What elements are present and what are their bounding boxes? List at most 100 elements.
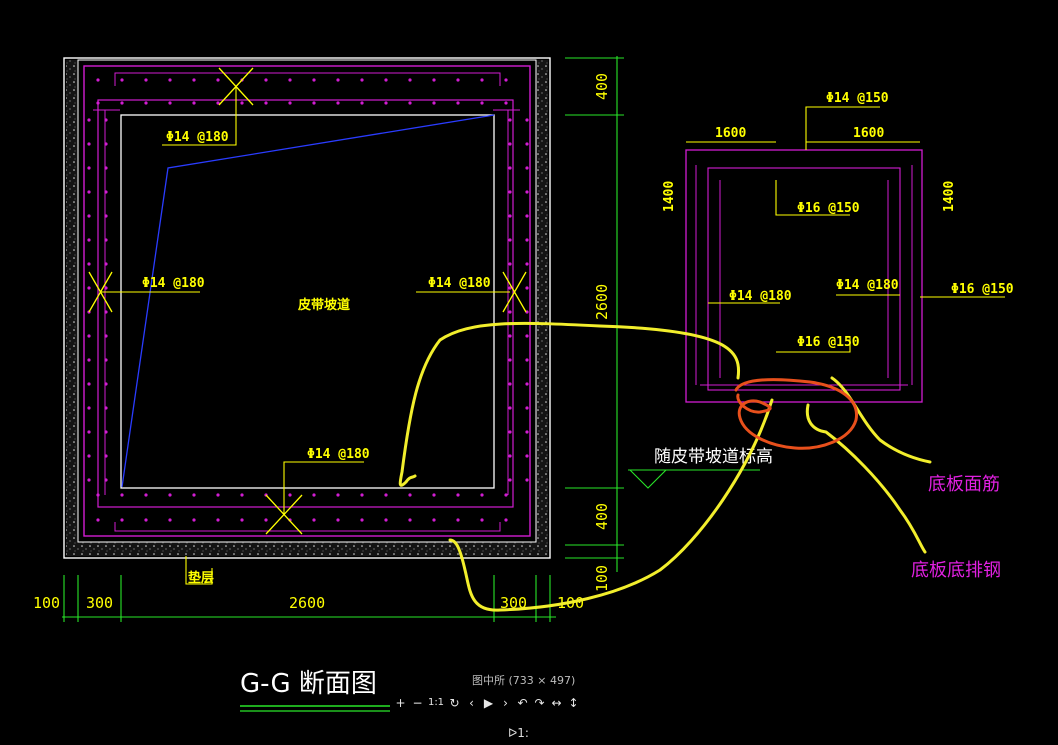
rebar-dot — [104, 430, 108, 434]
rebar-dot — [96, 101, 100, 105]
rebar-dot — [87, 190, 91, 194]
rebar-dot — [216, 518, 220, 522]
annotation-bottom-bars: 底板底排钢 — [911, 560, 1001, 581]
rebar-dot — [432, 518, 436, 522]
yellow-curve-bottom — [448, 398, 774, 612]
rebar-dot — [525, 190, 529, 194]
rebar-dot — [508, 166, 512, 170]
rebar-dot — [384, 101, 388, 105]
rebar-dot — [336, 101, 340, 105]
rebar-dot — [96, 493, 100, 497]
rebar-dot — [104, 190, 108, 194]
dim-right-1: 2600 — [593, 284, 611, 320]
rotate-left-icon[interactable]: ↶ — [517, 696, 528, 710]
rebar-dot — [96, 518, 100, 522]
rebar-dot — [408, 493, 412, 497]
rebar-dot — [104, 310, 108, 314]
detail-hooks — [695, 165, 913, 386]
rebar-dot — [336, 493, 340, 497]
rebar-dot — [508, 142, 512, 146]
rebar-dot — [525, 358, 529, 362]
x-marker-right — [502, 271, 527, 313]
flip-vertical-icon[interactable]: ↕ — [568, 696, 579, 710]
rebar-dot — [508, 190, 512, 194]
rebar-dot — [508, 286, 512, 290]
rebar-dot — [456, 101, 460, 105]
concrete-bottom — [66, 542, 548, 556]
rebar-dot — [168, 101, 172, 105]
annotation-top-bars: 底板面筋 — [928, 474, 1000, 495]
rebar-dot — [525, 430, 529, 434]
rebar-dot — [168, 518, 172, 522]
zoom-in-button[interactable]: + — [395, 696, 406, 710]
yellow-pointer-1 — [830, 376, 932, 464]
right-dimension — [565, 56, 624, 572]
rebar-dot — [508, 430, 512, 434]
elevation-note: 随皮带坡道标高 — [654, 447, 773, 467]
flip-horizontal-icon[interactable]: ↔ — [551, 696, 562, 710]
rebar-dot — [508, 334, 512, 338]
rebar-dot — [384, 518, 388, 522]
rebar-dot — [456, 518, 460, 522]
rebar-dot — [264, 518, 268, 522]
dim-bottom-0: 100 — [33, 594, 60, 612]
next-icon[interactable]: › — [503, 696, 508, 710]
rebar-dot — [216, 493, 220, 497]
rebar-dot — [432, 78, 436, 82]
rebar-dot — [508, 454, 512, 458]
viewer-toolbar: + − 1:1 ↻ ‹ ▶ › ↶ ↷ ↔ ↕ — [393, 694, 581, 712]
section-center-label: 皮带坡道 — [297, 297, 350, 313]
rebar-dot — [525, 406, 529, 410]
actual-size-button[interactable]: 1:1 — [427, 697, 445, 708]
rebar-dot — [432, 493, 436, 497]
rebar-dot — [87, 358, 91, 362]
rebar-dot — [360, 518, 364, 522]
detail-inner-right: Φ14 @180 — [836, 278, 899, 293]
rebar-dot — [360, 101, 364, 105]
inner-wall-frame — [77, 59, 537, 543]
rebar-dot — [240, 518, 244, 522]
rebar-dot — [508, 358, 512, 362]
rebar-dot — [504, 101, 508, 105]
dim-right-3: 100 — [593, 565, 611, 592]
rebar-dot — [264, 101, 268, 105]
elevation-marker — [628, 469, 760, 489]
rebar-dot — [104, 478, 108, 482]
rebar-dot — [87, 454, 91, 458]
rebar-dot — [144, 78, 148, 82]
rebar-dot — [504, 78, 508, 82]
rebar-dot — [104, 166, 108, 170]
rebar-dot — [408, 101, 412, 105]
rebar-dot — [432, 101, 436, 105]
rebar-dot — [216, 78, 220, 82]
rebar-dot — [104, 382, 108, 386]
rebar-dot — [480, 493, 484, 497]
rotate-right-icon[interactable]: ↷ — [534, 696, 545, 710]
rebar-dot — [240, 101, 244, 105]
rebar-dot — [144, 101, 148, 105]
rebar-dot — [525, 238, 529, 242]
main-section: Φ14 @180 Φ14 @180 Φ14 @180 Φ14 @180 皮带坡道… — [33, 56, 624, 622]
reset-icon[interactable]: ↻ — [449, 696, 460, 710]
detail-top-dim-left: 1600 — [715, 126, 746, 141]
rebar-dot — [504, 518, 508, 522]
rebar-dot — [87, 166, 91, 170]
rebar-dot — [508, 382, 512, 386]
rebar-dot — [168, 78, 172, 82]
rebar-dot — [456, 78, 460, 82]
zoom-out-button[interactable]: − — [412, 696, 423, 710]
rebar-dot — [120, 101, 124, 105]
rebar-dot — [312, 518, 316, 522]
detail-inner-bottom: Φ16 @150 — [797, 335, 860, 350]
rebar-dot — [87, 262, 91, 266]
blue-reference-line — [121, 114, 495, 488]
detail-inner-cage — [707, 167, 901, 391]
rebar-dot — [525, 334, 529, 338]
base-label: 垫层 — [188, 570, 214, 586]
previous-icon[interactable]: ‹ — [469, 696, 474, 710]
rebar-dot — [525, 454, 529, 458]
rebar-dot — [384, 78, 388, 82]
yellow-pointer-2 — [805, 403, 927, 554]
rebar-dot — [508, 310, 512, 314]
play-icon[interactable]: ▶ — [483, 696, 494, 710]
